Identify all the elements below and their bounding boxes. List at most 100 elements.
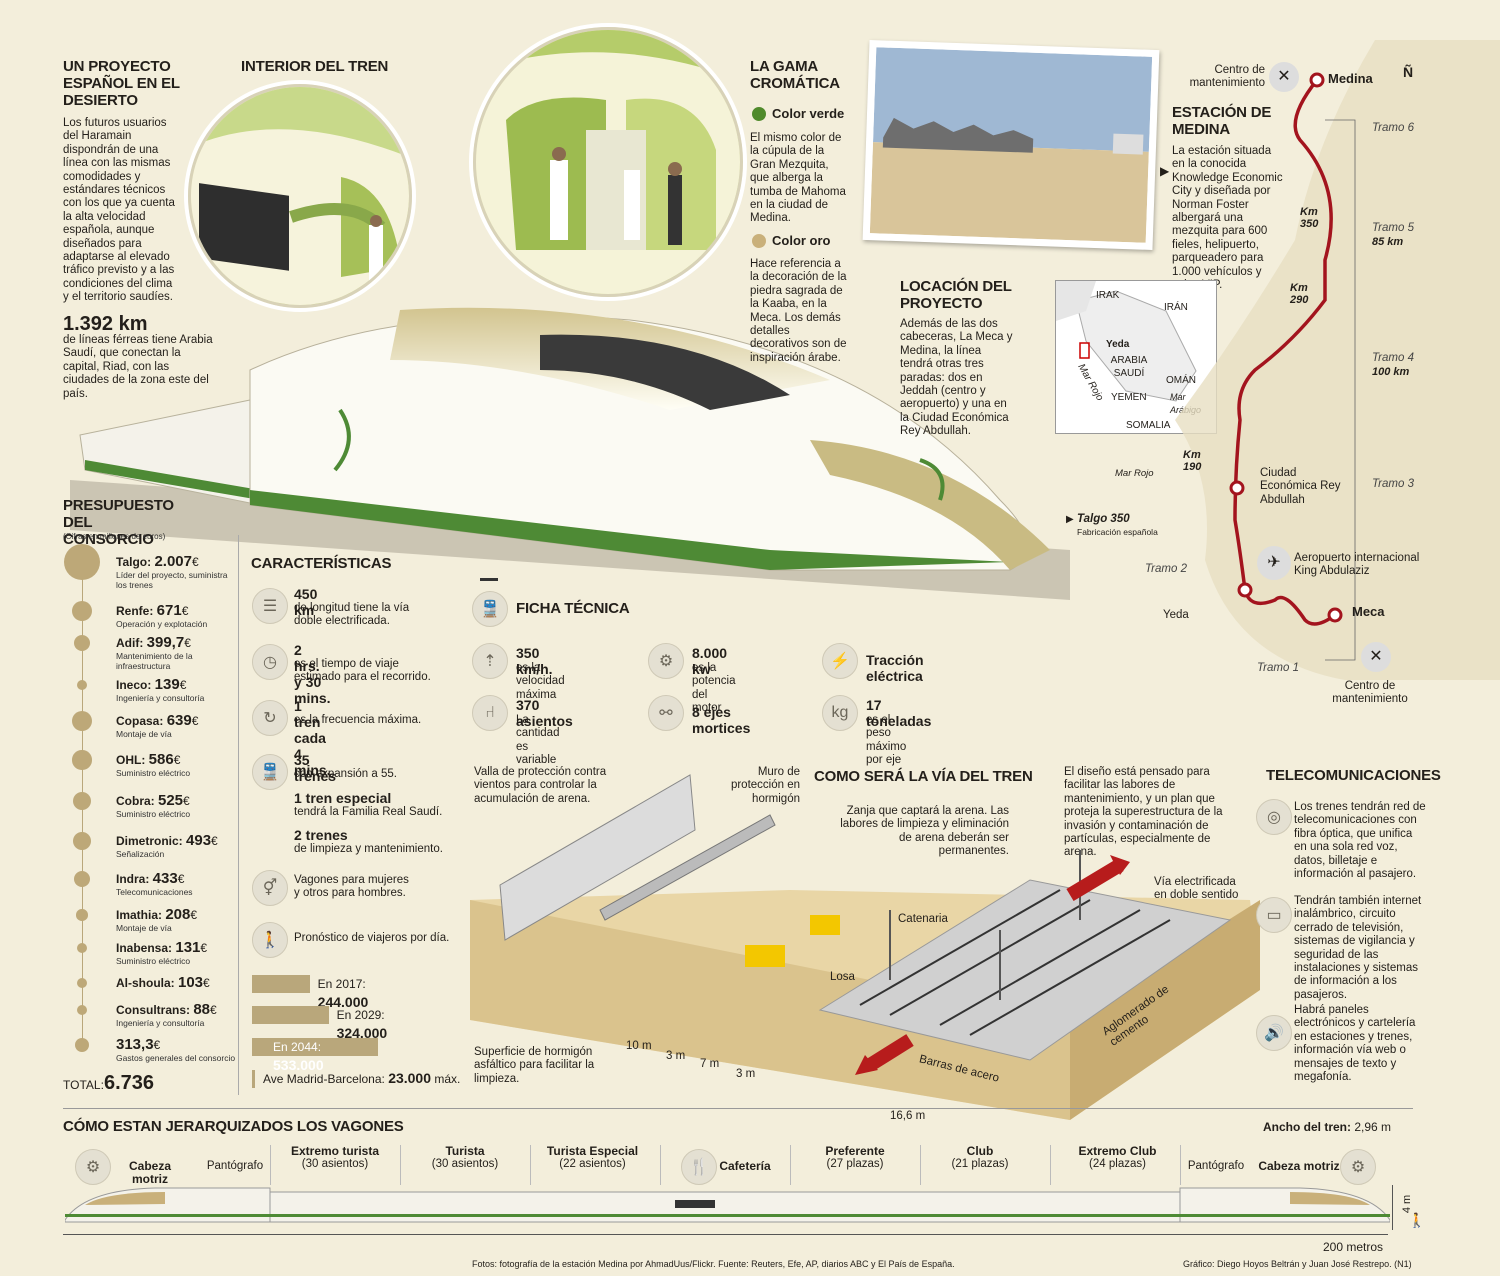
budget-value: 433 [152,870,178,887]
tramo5-label: Tramo 5 [1372,222,1414,234]
inset-arabia: ARABIA SAUDÍ [1110,355,1148,379]
budget-desc: Señalización [116,849,165,859]
via-d3b: 3 m [736,1068,756,1080]
ancho-label: Ancho del tren: [1263,1120,1352,1134]
budget-desc: Suministro eléctrico [116,956,191,966]
budget-value: 2.007 [154,553,192,570]
estacion-title: ESTACIÓN DE MEDINA [1172,104,1272,138]
budget-value: 208 [165,906,191,923]
frequency-icon: ↻ [252,700,288,736]
budget-bubble [73,870,91,888]
car-sep-6 [920,1145,921,1185]
car-extremo-club: Extremo Club(24 plazas) [1078,1144,1157,1171]
presupuesto-subtitle: (Cifras en millones de euros) [63,532,166,541]
car-pantografo-left: Pantógrafo [206,1160,264,1172]
km-stat-text: de líneas férreas tiene Arabia Saudí, qu… [63,334,213,400]
seat-icon: ⑁ [472,695,508,731]
via-catenaria: Catenaria [898,913,948,925]
euro-sign: € [177,872,185,886]
budget-name: Cobra: [116,794,158,808]
total-label: TOTAL: [63,1078,104,1092]
verde-text: El mismo color de la cúpula de la Gran M… [750,132,846,225]
km350-label: Km 350 [1300,206,1319,230]
budget-desc: Operación y explotación [116,619,208,629]
intro-title: UN PROYECTO ESPAÑOL EN EL DESIERTO [63,58,180,109]
budget-bubble [73,832,91,850]
km-stat-value: 1.392 km [63,313,148,335]
limpieza-text: de limpieza y mantenimiento. [294,843,443,855]
interior-photo-left [188,84,412,308]
budget-row: Ineco: 139€Ingeniería y consultoría [116,677,236,703]
gama-title: LA GAMA CROMÁTICA [750,58,840,92]
budget-value: 313,3 [116,1036,154,1053]
vagones-text: Vagones para mujeres y otros para hombre… [294,874,409,900]
budget-value: 639 [166,712,192,729]
ficha-big: 17 toneladas [866,697,932,729]
budget-name: Talgo: [116,555,155,569]
caract-big: 450 km [294,586,318,618]
ciudad-eco-label: Ciudad Económica Rey Abdullah [1260,467,1341,506]
centro-mant-top: Centro de mantenimiento [1189,64,1265,89]
euro-sign: € [203,976,210,990]
viajeros-label: En 2029: [336,1008,385,1022]
budget-row: Inabensa: 131€Suministro eléctrico [116,940,236,966]
viajeros-text: En 2044: 533.000 [273,1038,324,1075]
budget-desc: Telecomunicaciones [116,887,193,897]
train-front-icon: 🚆 [472,591,508,627]
telecom-p2: Tendrán también internet inalámbrico, ci… [1294,895,1422,1001]
budget-name: Renfe: [116,604,157,618]
caract-text: es la frecuencia máxima. [294,714,422,726]
budget-desc: Ingeniería y consultoría [116,693,205,703]
budget-value: 103 [178,974,204,991]
wrench-icon-top: ✕ [1269,62,1299,92]
ficha-text: es el peso máximo por eje [866,714,907,767]
oro-swatch [752,234,766,248]
tramo3-label: Tramo 3 [1372,478,1414,490]
medina-label: Medina [1328,71,1373,86]
via-electrificada: Vía electrificada en doble sentido [1154,876,1239,902]
budget-row: Talgo: 2.007€Líder del proyecto, suminis… [116,554,236,590]
oro-label: Color oro [772,233,831,248]
north-arrow: Ñ [1403,64,1414,80]
budget-bubble [64,544,100,580]
route-map: Ñ Centro de mantenimiento ✕ Medina Tramo… [1115,40,1500,720]
euro-sign: € [211,834,218,848]
caract-big: 2 hrs. y 30 mins. [294,642,331,706]
viajeros-label: En 2017: [317,977,366,991]
viajeros-label: En 2044: [273,1040,322,1054]
viajeros-value: 244.000 [317,994,369,1010]
caract-text: con expansión a 55. [294,768,397,780]
budget-bubble [77,680,87,690]
euro-sign: € [190,908,198,922]
gear-icon-right: ⚙ [1340,1149,1376,1185]
car-extremo-turista: Extremo turista(30 asientos) [290,1144,380,1171]
caract-big: 35 trenes [294,752,337,784]
axle-icon: ⚯ [648,695,684,731]
globe-icon: ◎ [1256,799,1292,835]
talgo-arrow: ▶ [1066,514,1074,525]
budget-bubble [72,791,92,811]
jerarquia-divider [63,1108,1413,1109]
aeropuerto-label: Aeropuerto internacional King Abdulaziz [1294,552,1420,578]
budget-value: 131 [175,939,201,956]
inset-iran: IRÁN [1164,302,1188,313]
via-d10: 10 m [626,1040,652,1052]
oro-text: Hace referencia a la decoración de la pi… [750,258,847,364]
airplane-icon: ✈ [1257,546,1291,580]
via-losa: Losa [830,971,855,983]
estacion-arrow: ▶ [1160,164,1170,178]
car-turista: Turista(30 asientos) [431,1144,499,1171]
budget-desc: Ingeniería y consultoría [116,1018,205,1028]
car-preferente: Preferente(27 plazas) [825,1144,885,1171]
lightning-icon: ⚡ [822,643,858,679]
ficha-title: FICHA TÉCNICA [516,600,630,617]
budget-bubble [72,750,92,770]
budget-name: Indra: [116,872,153,886]
ficha-text: es la velocidad máxima [516,662,565,701]
car-cabeza-left: Cabeza motriz [128,1159,172,1186]
budget-bubble [76,909,88,921]
madrid-row: Ave Madrid-Barcelona: 23.000 máx. [263,1070,460,1086]
inset-irak: IRAK [1096,290,1120,301]
interior-left-illustration [191,87,409,305]
especial-text: tendrá la Familia Real Saudí. [294,806,443,818]
